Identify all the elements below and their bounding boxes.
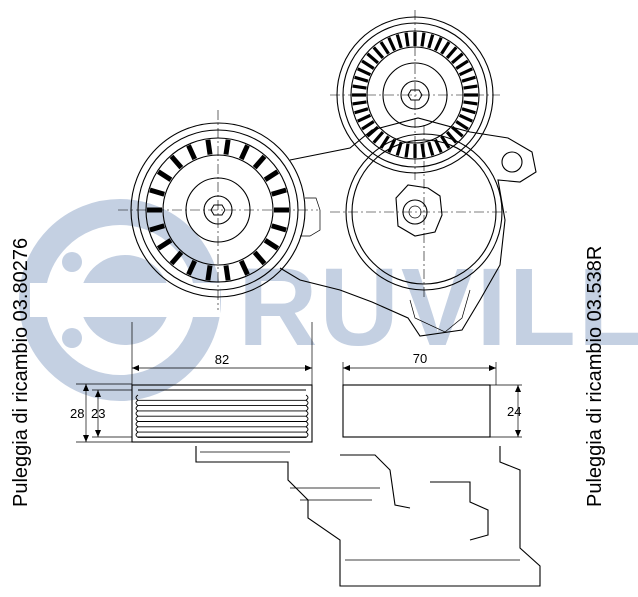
pulley-groove xyxy=(135,394,309,401)
idler-rib xyxy=(205,265,213,281)
idler-rib xyxy=(271,223,287,233)
tensioner-rib xyxy=(357,67,372,77)
tensioner-rib xyxy=(440,135,451,149)
bracket-side xyxy=(195,446,541,587)
tensioner-rib xyxy=(413,32,417,46)
tensioner-rib xyxy=(354,75,369,83)
tensioner-rib xyxy=(433,138,443,153)
pulley-groove xyxy=(135,415,309,422)
tensioner-rib xyxy=(433,37,443,52)
tensioner-rib xyxy=(366,125,380,138)
idler-rib xyxy=(238,259,250,276)
idler-rib xyxy=(186,144,198,161)
tensioner-rib xyxy=(379,135,390,149)
tensioner-rib xyxy=(352,93,366,97)
pulley-groove xyxy=(135,431,309,438)
dimension-70: 70 xyxy=(413,351,427,366)
idler-rib xyxy=(156,238,173,251)
tensioner-rib xyxy=(450,125,464,138)
tensioner-rib xyxy=(427,34,435,49)
idler-pulley-top xyxy=(118,110,318,310)
tensioner-rib xyxy=(440,41,451,55)
dimension-24: 24 xyxy=(507,404,521,419)
idler-rib xyxy=(238,144,250,161)
tensioner-rib xyxy=(352,100,367,106)
idler-rib xyxy=(271,187,287,197)
brand-watermark: RUVILLE xyxy=(19,199,638,401)
idler-rib xyxy=(205,139,213,155)
ribbed-pulley-side xyxy=(131,384,313,443)
tensioner-rib xyxy=(395,34,403,49)
tensioner-rib xyxy=(387,138,397,153)
idler-rib xyxy=(252,154,267,170)
pulley-groove xyxy=(135,399,309,407)
smooth-pulley-side xyxy=(342,384,491,438)
hex-nut-icon xyxy=(395,184,443,237)
pulley-groove xyxy=(135,426,309,433)
idler-rib xyxy=(169,250,184,266)
tensioner-rib xyxy=(379,41,390,55)
tensioner-rib xyxy=(461,107,476,115)
tensioner-pulley-ribs xyxy=(352,32,478,158)
tensioner-rib xyxy=(357,113,372,123)
dimension-lines: 82 70 28 23 24 xyxy=(70,322,522,443)
tensioner-rib xyxy=(427,141,435,156)
tensioner-rib xyxy=(450,52,464,65)
idler-rib xyxy=(186,259,198,276)
brand-wordmark: RUVILLE xyxy=(238,246,638,369)
mounting-eye xyxy=(501,151,523,173)
pulley-grooves xyxy=(135,394,309,438)
tensioner-rib xyxy=(361,120,375,131)
tensioner-rib xyxy=(445,46,458,60)
idler-rib xyxy=(169,154,184,170)
left-replacement-label: Puleggia di ricambio 03.80276 xyxy=(10,237,32,507)
tensioner-rib xyxy=(354,107,369,115)
tensioner-rib xyxy=(463,100,478,106)
idler-rib xyxy=(263,169,280,182)
tensioner-rib xyxy=(352,84,367,90)
tensioner-rib xyxy=(461,75,476,83)
tensioner-rib xyxy=(404,143,410,158)
pulley-groove xyxy=(135,421,309,428)
idler-rib xyxy=(223,139,231,155)
brand-emblem xyxy=(19,199,221,401)
idler-rib xyxy=(149,223,165,233)
tensioner-rib xyxy=(420,143,426,158)
torx-bolt-icon xyxy=(210,204,226,216)
tensioner-rib xyxy=(455,120,469,131)
idler-rib xyxy=(252,250,267,266)
tensioner-pulley-top xyxy=(330,10,500,180)
right-replacement-label: Puleggia di ricambio 03.538R xyxy=(584,245,606,507)
idler-rib xyxy=(156,169,173,182)
tensioner-rib xyxy=(372,46,385,60)
tensioner-rib xyxy=(366,52,380,65)
tensioner-rib xyxy=(458,67,473,77)
idler-rib xyxy=(149,187,165,197)
tensioner-rib xyxy=(463,84,478,90)
tensioner-rib xyxy=(395,141,403,156)
spring-housing xyxy=(330,125,510,298)
tensioner-rib xyxy=(404,32,410,47)
tensioner-rib xyxy=(361,59,375,70)
idler-rib xyxy=(263,238,280,251)
pulley-groove xyxy=(135,405,309,412)
dimension-82: 82 xyxy=(215,352,229,367)
pulley-groove xyxy=(135,410,309,417)
tensioner-rib xyxy=(458,113,473,123)
dimension-28: 28 xyxy=(70,406,84,421)
tensioner-rib xyxy=(372,130,385,144)
idler-rib xyxy=(223,265,231,281)
tensioner-rib xyxy=(420,32,426,47)
tensioner-rib xyxy=(455,59,469,70)
tensioner-rib xyxy=(387,37,397,52)
dimension-23: 23 xyxy=(91,406,105,421)
